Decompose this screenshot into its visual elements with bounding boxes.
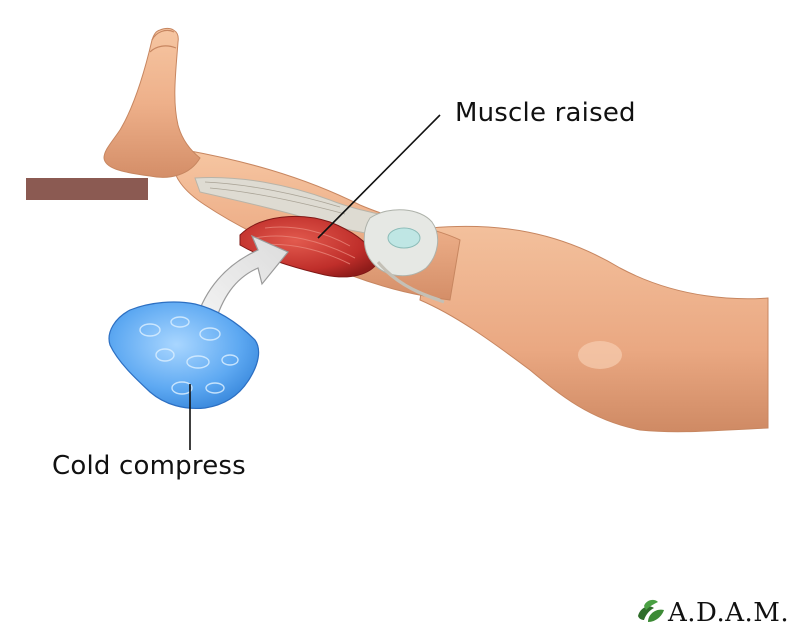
- curved-arrow: [195, 234, 289, 327]
- kneecap: [387, 227, 421, 249]
- adam-logo-text: A.D.A.M.: [668, 598, 790, 628]
- cold-compress-pack: [108, 301, 260, 410]
- tendon-lines: [204, 181, 346, 215]
- foot: [103, 28, 201, 178]
- cold-compress-label: Cold compress: [52, 451, 246, 481]
- toes: [149, 29, 177, 53]
- muscle-raised-label: Muscle raised: [455, 98, 636, 128]
- adam-logo: A.D.A.M.: [634, 596, 794, 630]
- leaf-icon: [638, 599, 664, 622]
- knee-highlight: [578, 341, 622, 369]
- ice-pattern: [139, 316, 239, 395]
- support-ledge: [26, 178, 148, 200]
- muscle-leader-line: [317, 114, 441, 239]
- hamstring-tendons: [376, 261, 445, 304]
- thigh: [419, 225, 769, 433]
